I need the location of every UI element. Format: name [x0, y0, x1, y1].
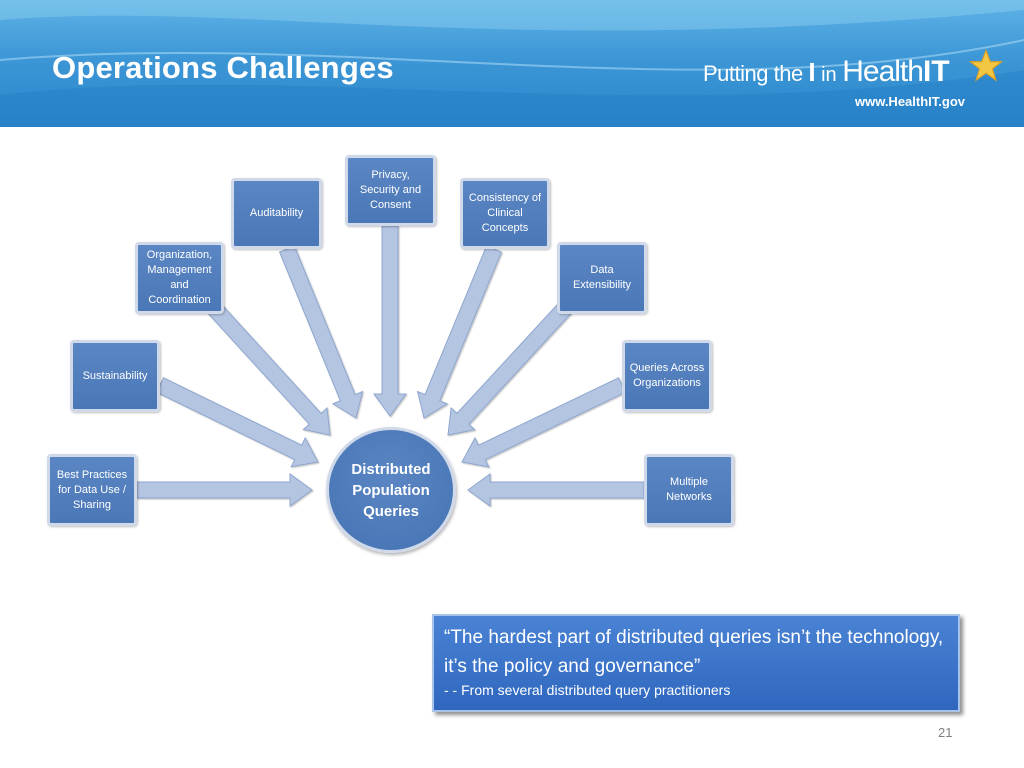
arrow-privacy: [373, 225, 407, 417]
logo-it-text: IT: [922, 55, 950, 88]
arrow-auditability: [278, 245, 364, 419]
arrow-sustainability: [155, 377, 319, 468]
logo-putting-text: Putting the: [703, 61, 809, 86]
node-auditability: Auditability: [231, 178, 322, 249]
node-organization: Organization, Management and Coordinatio…: [135, 242, 224, 314]
healthit-logo: Putting the I in HealthIT www.HealthIT.g…: [703, 49, 1003, 115]
arrow-multiple-networks: [467, 473, 645, 507]
page-number: 21: [938, 725, 953, 740]
header-wave-decoration: [0, 0, 1024, 127]
logo-url: www.HealthIT.gov: [854, 94, 965, 109]
node-multiple-networks: Multiple Networks: [644, 454, 734, 526]
quote-text: “The hardest part of distributed queries…: [444, 627, 944, 677]
arrow-queries-orgs: [461, 377, 627, 468]
arrow-best-practices: [136, 473, 313, 507]
node-queries-across-orgs: Queries Across Organizations: [622, 340, 712, 412]
star-icon: [969, 49, 1003, 82]
arrows-layer: [136, 225, 645, 507]
arrow-consistency: [416, 245, 503, 419]
node-extensibility: Data Extensibility: [557, 242, 647, 314]
challenges-diagram: Best Practices for Data Use / Sharing Su…: [0, 130, 1024, 590]
node-privacy: Privacy, Security and Consent: [345, 155, 436, 226]
slide-title: Operations Challenges: [52, 50, 394, 85]
node-consistency: Consistency of Clinical Concepts: [460, 178, 550, 249]
quote-box: “The hardest part of distributed queries…: [432, 614, 960, 712]
logo-wordmark: Putting the I in HealthIT: [703, 55, 950, 89]
quote-attribution: - - From several distributed query pract…: [444, 682, 731, 698]
center-node: Distributed Population Queries: [326, 427, 456, 553]
arrow-extensibility: [447, 301, 572, 436]
slide-header: Operations Challenges Putting the I in H…: [0, 0, 1024, 127]
node-sustainability: Sustainability: [70, 340, 160, 412]
arrow-organization: [207, 301, 331, 436]
logo-i-text: I: [808, 57, 816, 87]
logo-in-text: in: [815, 64, 843, 86]
node-best-practices: Best Practices for Data Use / Sharing: [47, 454, 137, 526]
logo-health-text: Health: [842, 55, 924, 88]
